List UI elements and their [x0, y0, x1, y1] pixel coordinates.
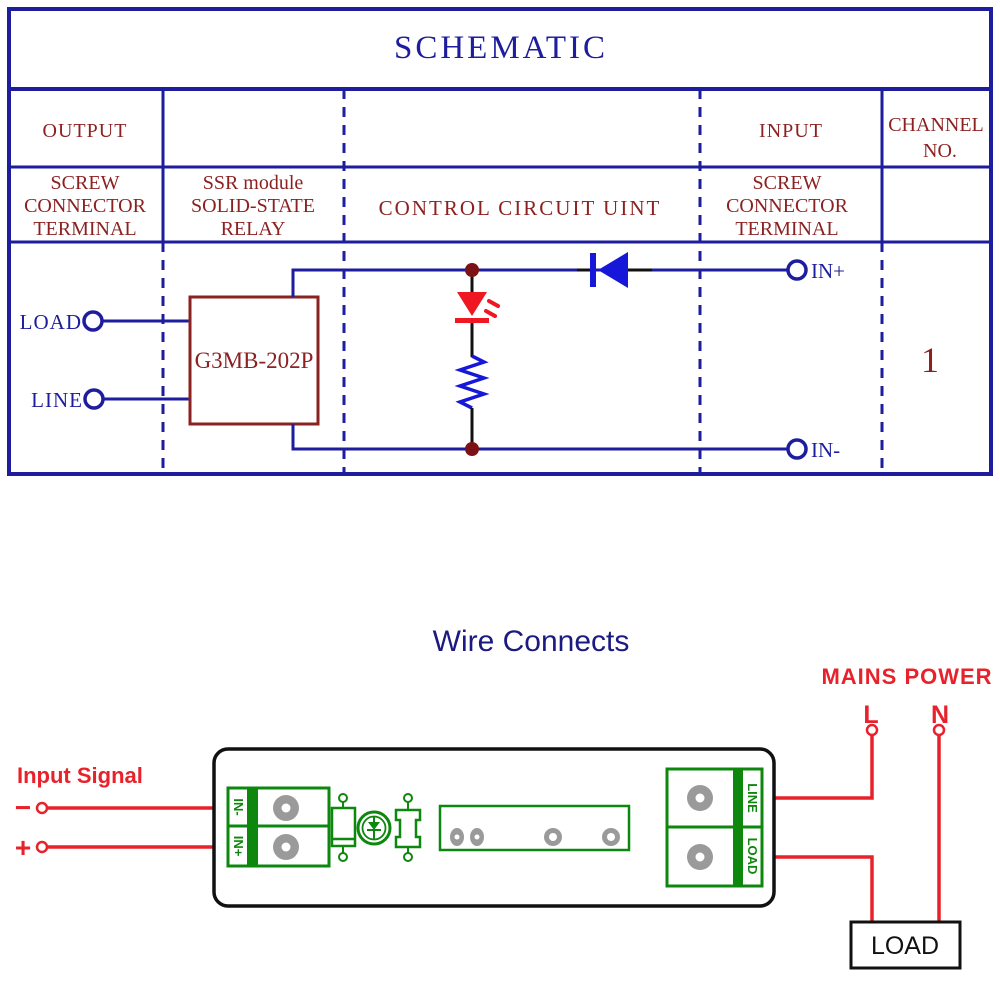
- header-output: OUTPUT: [43, 120, 128, 142]
- ssr-module-line1: SSR module: [203, 172, 304, 194]
- resistor-icon: [454, 354, 490, 410]
- board-bobbin-component: [394, 793, 422, 862]
- solder-pad: [403, 793, 413, 803]
- input-terminal-line3: TERMINAL: [735, 218, 838, 240]
- solder-pad: [338, 852, 348, 862]
- relay-footprint-outline: [438, 804, 631, 852]
- input-block-green-strip: [247, 788, 258, 866]
- plus-symbol: +: [15, 832, 31, 863]
- board-diode-component: [330, 793, 357, 862]
- output-terminal-line1: SCREW: [51, 172, 120, 194]
- led-cathode-bar: [455, 318, 489, 323]
- header-input: INPUT: [759, 120, 823, 142]
- in-minus-label: IN-: [811, 438, 840, 462]
- input-minus-terminal-circle: [35, 801, 49, 815]
- channel-number: 1: [921, 340, 939, 380]
- header-channel-line1: CHANNEL: [888, 114, 984, 136]
- diode-icon: [598, 252, 628, 288]
- load-terminal-circle: [82, 310, 104, 332]
- in-minus-terminal-circle: [786, 438, 808, 460]
- mains-power-label: MAINS POWER: [821, 664, 992, 689]
- header-channel-line2: NO.: [923, 140, 957, 162]
- output-terminal-block: LINE LOAD: [665, 767, 764, 888]
- solder-pad: [403, 852, 413, 862]
- load-box-label: LOAD: [871, 932, 939, 960]
- relay-part-number: G3MB-202P: [195, 348, 314, 373]
- output-block-bottom-label: LOAD: [745, 838, 760, 875]
- input-terminal-line1: SCREW: [753, 172, 822, 194]
- bobbin-body: [394, 808, 422, 849]
- table-title: SCHEMATIC: [394, 30, 608, 66]
- screw-hole: [695, 852, 705, 862]
- input-signal-label: Input Signal: [17, 763, 143, 788]
- output-block-green-strip: [733, 769, 743, 886]
- junction-dot-bottom: [465, 442, 479, 456]
- ssr-module-line2: SOLID-STATE: [191, 195, 315, 217]
- ssr-module-board: IN- IN+: [212, 747, 776, 908]
- output-terminal-line2: CONNECTOR: [24, 195, 147, 217]
- mains-n-label: N: [931, 701, 949, 729]
- input-terminal-block: IN- IN+: [226, 786, 331, 868]
- relay-footprint: [438, 804, 631, 852]
- screw-hole: [281, 803, 291, 813]
- input-terminal-line2: CONNECTOR: [726, 195, 849, 217]
- line-terminal-circle: [83, 388, 105, 410]
- led-icon: [457, 292, 487, 316]
- in-plus-terminal-circle: [786, 259, 808, 281]
- round-component-inner: [361, 815, 387, 841]
- board-round-component: [356, 810, 392, 846]
- schematic-table: [7, 7, 993, 476]
- mains-n-terminal-circle: [932, 723, 946, 737]
- relay-box: [188, 295, 320, 426]
- pad-hole: [474, 834, 480, 840]
- screw-hole: [281, 842, 291, 852]
- ssr-module-line3: RELAY: [221, 218, 286, 240]
- junction-dot-top: [465, 263, 479, 277]
- line-terminal-label: LINE: [31, 388, 83, 412]
- load-box: [849, 920, 962, 970]
- output-block-top-label: LINE: [745, 783, 760, 813]
- pad-hole: [454, 834, 460, 840]
- minus-symbol: −: [15, 792, 31, 823]
- pad-hole: [549, 833, 557, 841]
- bottom-rail-wire: [291, 424, 788, 451]
- screw-hole: [695, 793, 705, 803]
- input-plus-terminal-circle: [35, 840, 49, 854]
- mains-l-label: L: [863, 701, 878, 729]
- mains-l-terminal-circle: [865, 723, 879, 737]
- control-circuit-label: CONTROL CIRCUIT UINT: [379, 196, 662, 220]
- solder-pad: [338, 793, 348, 803]
- output-terminal-line3: TERMINAL: [33, 218, 136, 240]
- relay-circuit: LOAD LINE G3MB-202P IN+ IN-: [20, 252, 845, 462]
- diode-cathode-bar: [590, 253, 596, 287]
- in-plus-label: IN+: [811, 259, 845, 283]
- pad-hole: [607, 833, 615, 841]
- zener-triangle: [368, 822, 380, 830]
- input-block-bottom-label: IN+: [231, 836, 246, 857]
- input-block-top-label: IN-: [231, 798, 246, 815]
- led-ray-1: [487, 299, 500, 308]
- wire-connects-title: Wire Connects: [433, 625, 630, 658]
- diode-body: [330, 806, 357, 848]
- load-terminal-label: LOAD: [20, 310, 82, 334]
- led-ray-2: [484, 309, 497, 318]
